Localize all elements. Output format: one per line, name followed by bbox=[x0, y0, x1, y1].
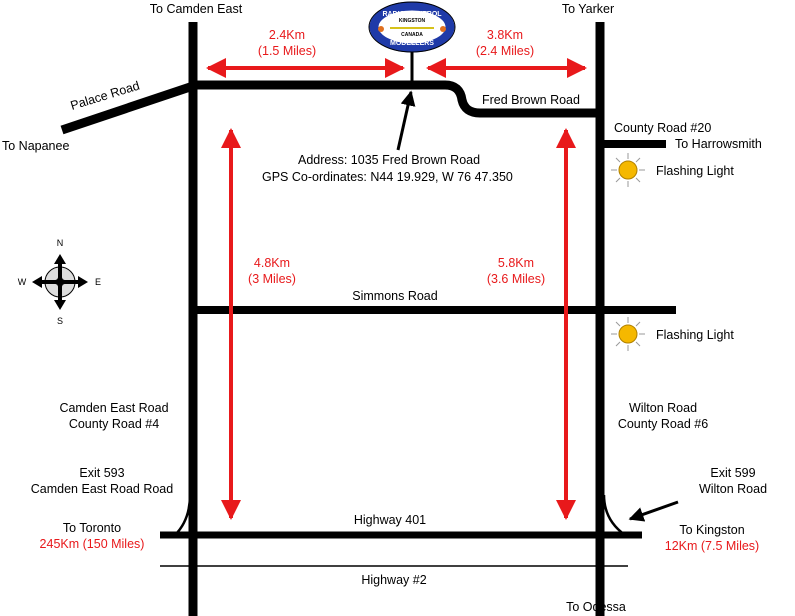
flashing-light-icon bbox=[611, 317, 645, 351]
camden-east-road-label: Camden East Road bbox=[59, 401, 168, 415]
exit-599-pointer-arrow bbox=[628, 500, 679, 522]
svg-text:MODELLERS: MODELLERS bbox=[390, 40, 434, 47]
to-odessa-label: To Odessa bbox=[566, 600, 626, 614]
top-left-distance-mi: (1.5 Miles) bbox=[258, 44, 316, 58]
svg-text:W: W bbox=[18, 277, 27, 287]
kingston-distance-label: 12Km (7.5 Miles) bbox=[665, 539, 759, 553]
svg-text:N: N bbox=[57, 238, 64, 248]
palace-road bbox=[60, 80, 198, 135]
toronto-distance-label: 245Km (150 Miles) bbox=[40, 537, 145, 551]
svg-text:S: S bbox=[57, 316, 63, 326]
simmons-road-label: Simmons Road bbox=[352, 289, 437, 303]
top-right-distance-km: 3.8Km bbox=[487, 28, 523, 42]
svg-text:E: E bbox=[95, 277, 101, 287]
to-harrowsmith-label: To Harrowsmith bbox=[675, 137, 762, 151]
to-toronto-label: To Toronto bbox=[63, 521, 121, 535]
county-road-4-label: County Road #4 bbox=[69, 417, 159, 431]
svg-text:RADIO CONTROL: RADIO CONTROL bbox=[382, 11, 442, 18]
flashing-light-label: Flashing Light bbox=[656, 164, 734, 178]
left-distance-km: 4.8Km bbox=[254, 256, 290, 270]
club-logo: RADIO CONTROL KINGSTON CANADA MODELLERS bbox=[368, 1, 456, 82]
to-camden-east-label: To Camden East bbox=[150, 2, 243, 16]
wilton-road-label: Wilton Road bbox=[629, 401, 697, 415]
county-road-20-label: County Road #20 bbox=[614, 121, 711, 135]
svg-text:CANADA: CANADA bbox=[401, 32, 423, 38]
exit-593-road-label: Camden East Road Road bbox=[31, 482, 173, 496]
fred-brown-road bbox=[193, 80, 600, 118]
exit-599-ramp bbox=[602, 494, 626, 537]
flashing-light-icon bbox=[611, 153, 645, 187]
exit-599-label: Exit 599 bbox=[710, 466, 755, 480]
top-left-distance-km: 2.4Km bbox=[269, 28, 305, 42]
top-right-distance-mi: (2.4 Miles) bbox=[476, 44, 534, 58]
exit-599-road-label: Wilton Road bbox=[699, 482, 767, 496]
right-distance-mi: (3.6 Miles) bbox=[487, 272, 545, 286]
fred-brown-road-label: Fred Brown Road bbox=[482, 93, 580, 107]
highway-401-label: Highway 401 bbox=[354, 513, 426, 527]
svg-text:KINGSTON: KINGSTON bbox=[399, 18, 426, 24]
left-distance-mi: (3 Miles) bbox=[248, 272, 296, 286]
location-pointer-arrow bbox=[396, 90, 416, 151]
compass-rose-icon: N S W E bbox=[18, 238, 101, 326]
flashing-light-label: Flashing Light bbox=[656, 328, 734, 342]
to-yarker-label: To Yarker bbox=[562, 2, 614, 16]
highway-2-label: Highway #2 bbox=[361, 573, 426, 587]
exit-593-label: Exit 593 bbox=[79, 466, 124, 480]
gps-label: GPS Co-ordinates: N44 19.929, W 76 47.35… bbox=[262, 170, 513, 184]
exit-593-ramp bbox=[174, 494, 192, 536]
address-label: Address: 1035 Fred Brown Road bbox=[298, 153, 480, 167]
county-road-6-label: County Road #6 bbox=[618, 417, 708, 431]
right-distance-km: 5.8Km bbox=[498, 256, 534, 270]
to-kingston-label: To Kingston bbox=[679, 523, 744, 537]
to-napanee-label: To Napanee bbox=[2, 139, 69, 153]
